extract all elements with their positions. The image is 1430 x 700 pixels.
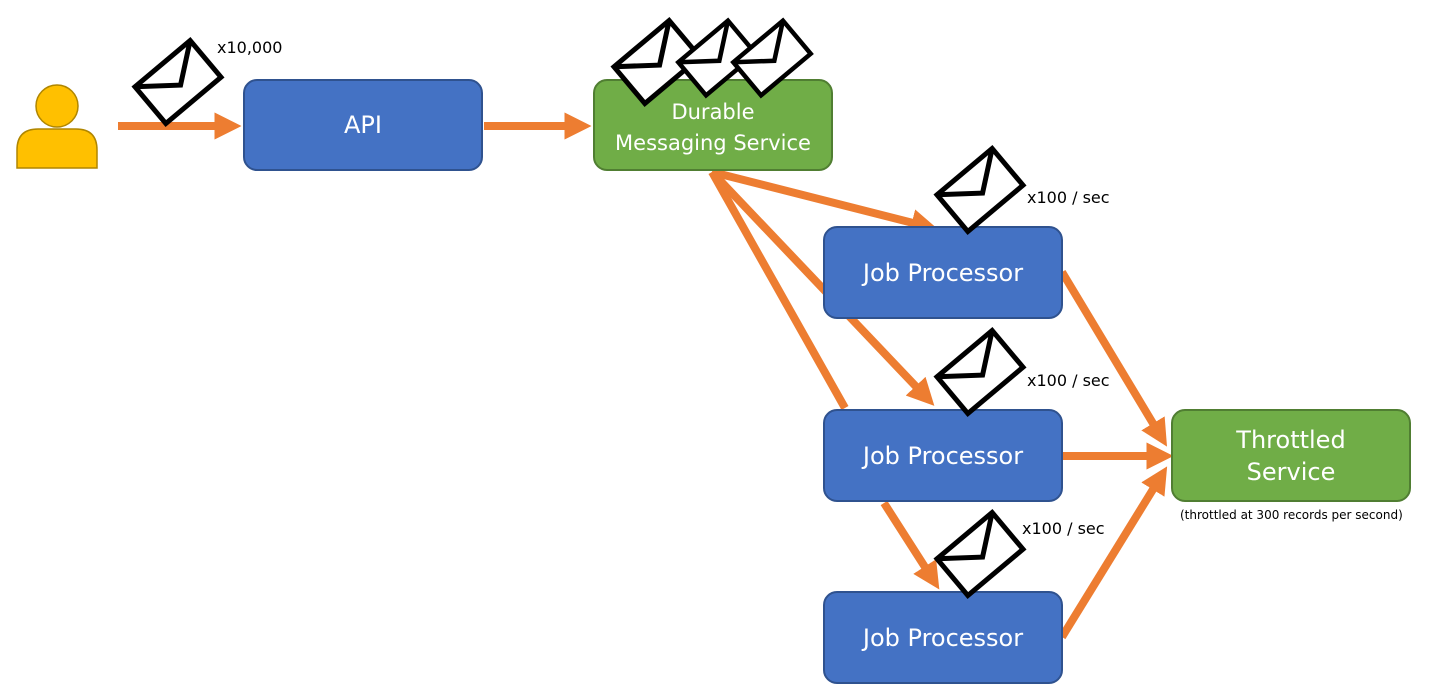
job-processor-label: Job Processor — [862, 258, 1024, 287]
envelope-icon — [675, 17, 759, 99]
job-processor-box: Job Processor — [823, 409, 1063, 502]
job-processor-box: Job Processor — [823, 591, 1063, 684]
job-processor-label: Job Processor — [862, 623, 1024, 652]
messaging-service-label: Durable Messaging Service — [615, 100, 811, 155]
envelope-icon — [610, 16, 704, 108]
arrow-messaging-to-jp1 — [711, 168, 939, 236]
envelope-icon — [933, 144, 1027, 236]
api-label: API — [344, 111, 382, 139]
arrow-jp3-to-throttled — [1058, 466, 1168, 640]
arrow-jp2-to-jp3 — [880, 500, 940, 590]
message-count-note: x10,000 — [217, 38, 283, 57]
messaging-service-box: Durable Messaging Service — [593, 79, 833, 171]
envelope-icon — [131, 36, 225, 128]
envelope-icon — [933, 508, 1027, 600]
envelope-icon — [933, 326, 1027, 418]
job-processor-label: Job Processor — [862, 441, 1024, 470]
throttled-service-label: Throttled Service — [1236, 425, 1346, 486]
rate-note: x100 / sec — [1027, 188, 1110, 207]
rate-note: x100 / sec — [1027, 371, 1110, 390]
envelope-icon — [730, 17, 814, 99]
rate-note: x100 / sec — [1022, 519, 1105, 538]
job-processor-box: Job Processor — [823, 226, 1063, 319]
person-icon — [16, 84, 98, 169]
throttle-note: (throttled at 300 records per second) — [1180, 508, 1403, 522]
throttled-service-box: Throttled Service — [1171, 409, 1411, 502]
api-box: API — [243, 79, 483, 171]
arrow-jp1-to-throttled — [1058, 269, 1168, 447]
arrow-messaging-to-jp3 — [708, 170, 849, 410]
arrow-messaging-to-jp2 — [709, 169, 935, 406]
